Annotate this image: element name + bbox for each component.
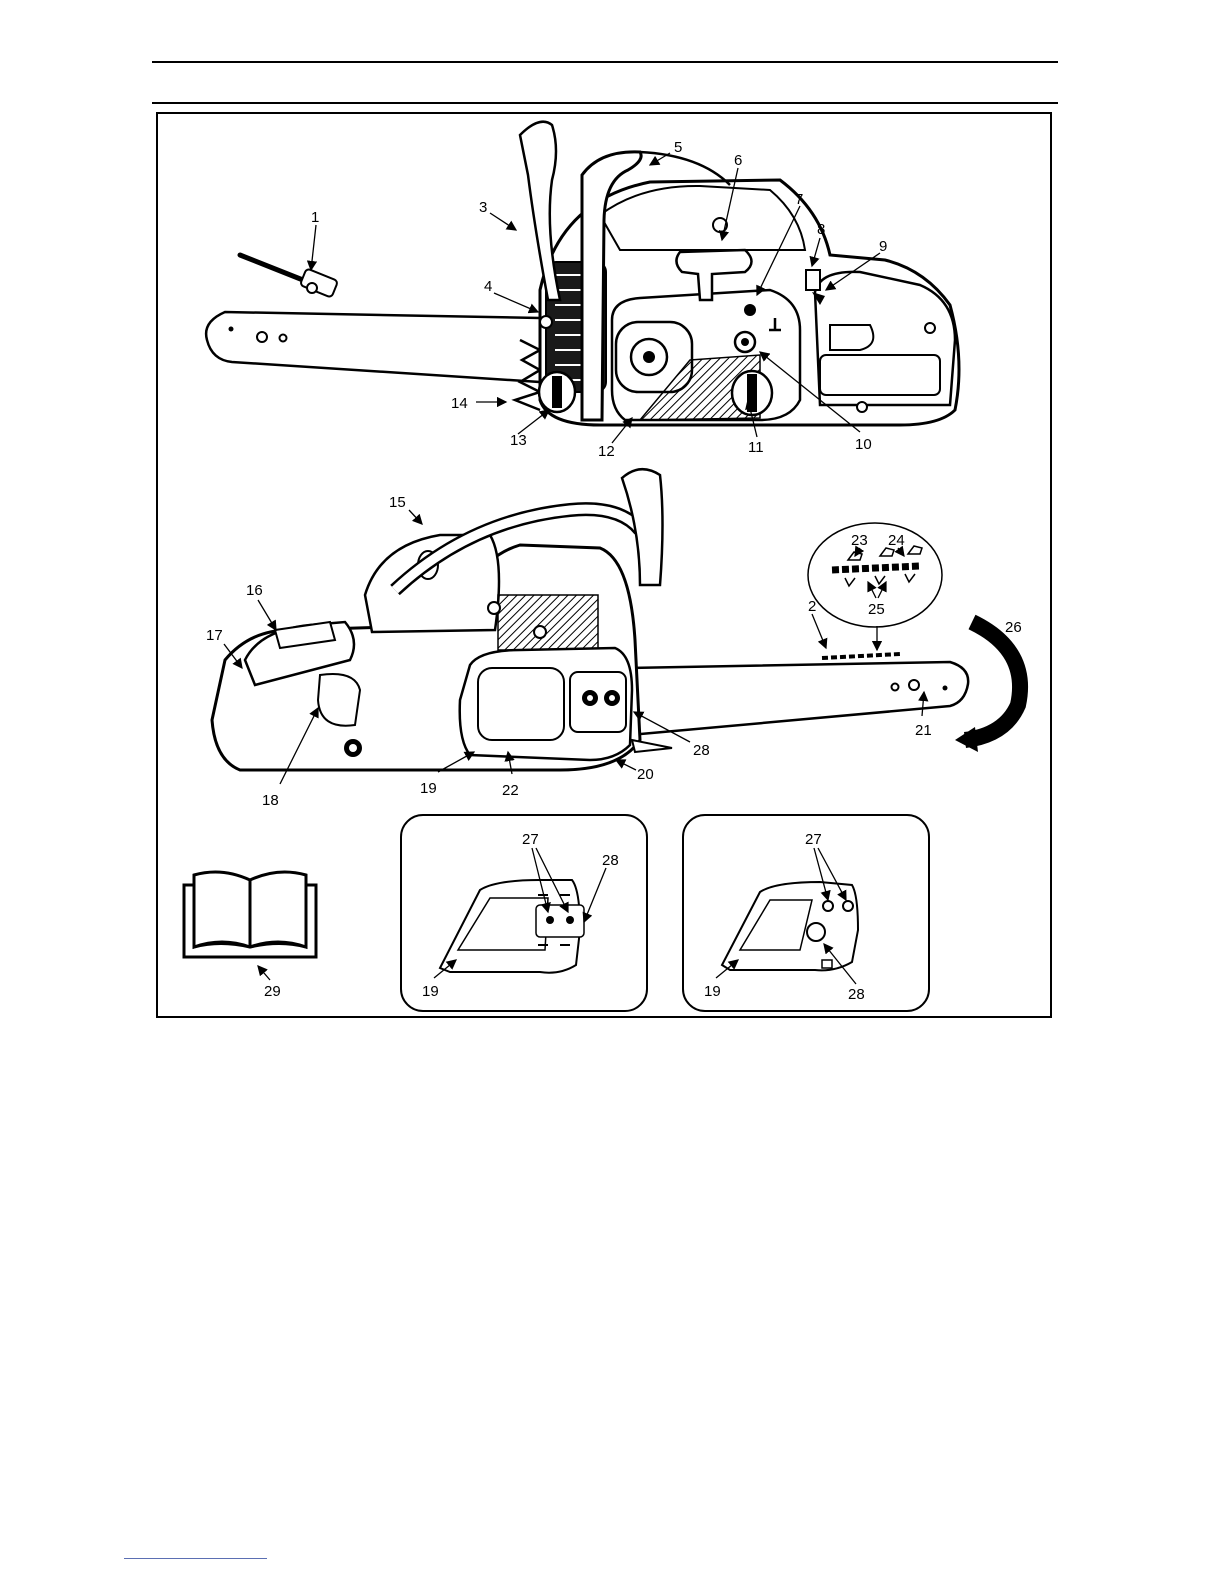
callout-17: 17	[206, 627, 223, 644]
callout-7: 7	[795, 191, 803, 208]
callout-inset2-19: 19	[704, 983, 721, 1000]
callout-16: 16	[246, 582, 263, 599]
callout-10: 10	[855, 436, 872, 453]
callout-25: 25	[868, 601, 885, 618]
callout-8: 8	[817, 221, 825, 238]
callout-12: 12	[598, 443, 615, 460]
callout-15: 15	[389, 494, 406, 511]
callout-inset2-28: 28	[848, 986, 865, 1003]
rotation-arrow-icon	[955, 727, 978, 752]
callout-22: 22	[502, 782, 519, 799]
callout-19: 19	[420, 780, 437, 797]
callout-3: 3	[479, 199, 487, 216]
callout-2: 2	[808, 598, 816, 615]
saw-right-view	[212, 469, 1020, 770]
callout-20: 20	[637, 766, 654, 783]
callout-11: 11	[748, 439, 764, 456]
callout-26: 26	[1005, 619, 1022, 636]
callout-24: 24	[888, 532, 905, 549]
callout-6: 6	[734, 152, 742, 169]
callout-23: 23	[851, 532, 868, 549]
callout-inset2-27: 27	[805, 831, 822, 848]
callout-4: 4	[484, 278, 492, 295]
combination-wrench	[240, 255, 338, 298]
callout-9: 9	[879, 238, 887, 255]
callout-inset1-28: 28	[602, 852, 619, 869]
engine-housing-right	[212, 469, 672, 770]
callout-13: 13	[510, 432, 527, 449]
saw-left-view	[206, 122, 959, 425]
footer-rule	[124, 1558, 267, 1559]
callout-21: 21	[915, 722, 932, 739]
callout-1: 1	[311, 209, 319, 226]
guide-bar-left	[206, 312, 540, 382]
callout-5: 5	[674, 139, 682, 156]
callout-18: 18	[262, 792, 279, 809]
callout-29: 29	[264, 983, 281, 1000]
manual-book-icon	[184, 872, 316, 957]
callout-inset1-19: 19	[422, 983, 439, 1000]
callout-28: 28	[693, 742, 710, 759]
callout-27: 27	[522, 831, 539, 848]
callout-14: 14	[451, 395, 468, 412]
